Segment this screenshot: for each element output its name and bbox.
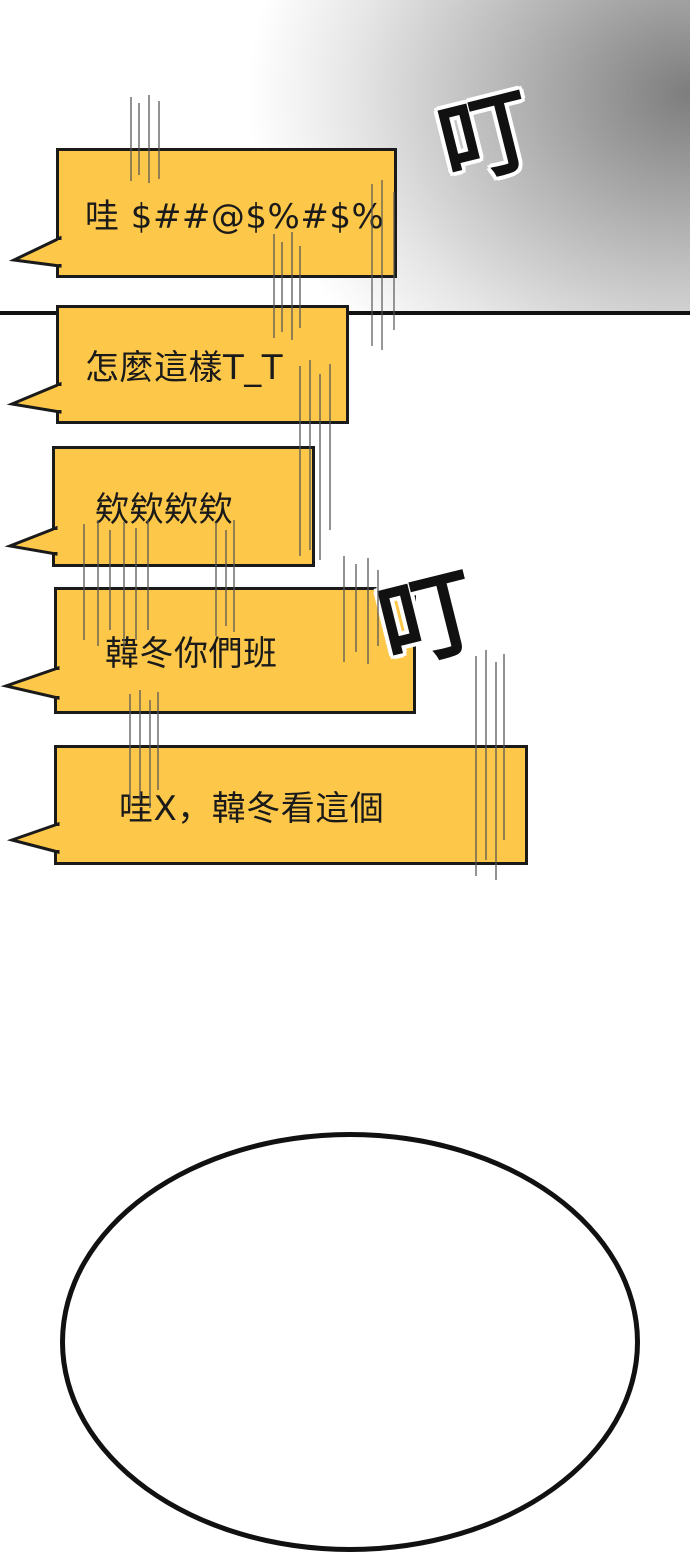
speech-bubble-1-tail bbox=[8, 235, 62, 268]
speech-bubble-4: 韓冬你們班 bbox=[54, 587, 416, 714]
speech-bubble-1-text: 哇 $##@$%#$% bbox=[85, 196, 385, 237]
speech-bubble-2-tail bbox=[6, 381, 62, 414]
panel-arc-outline bbox=[60, 1132, 640, 1552]
speech-bubble-5-tail bbox=[6, 821, 60, 854]
speech-bubble-3: 欸欸欸欸 bbox=[52, 446, 315, 567]
speech-bubble-5: 哇X，韓冬看這個 bbox=[54, 745, 528, 865]
speech-bubble-5-text: 哇X，韓冬看這個 bbox=[119, 788, 385, 829]
speech-bubble-2-text: 怎麼這樣T_T bbox=[85, 348, 284, 388]
speech-bubble-2: 怎麼這樣T_T bbox=[56, 305, 349, 424]
speech-bubble-4-tail bbox=[0, 665, 60, 700]
speech-bubble-3-text: 欸欸欸欸 bbox=[95, 490, 233, 530]
speech-bubble-3-tail bbox=[4, 525, 58, 556]
speech-bubble-4-text: 韓冬你們班 bbox=[105, 634, 278, 674]
speech-bubble-1: 哇 $##@$%#$% bbox=[56, 148, 397, 278]
